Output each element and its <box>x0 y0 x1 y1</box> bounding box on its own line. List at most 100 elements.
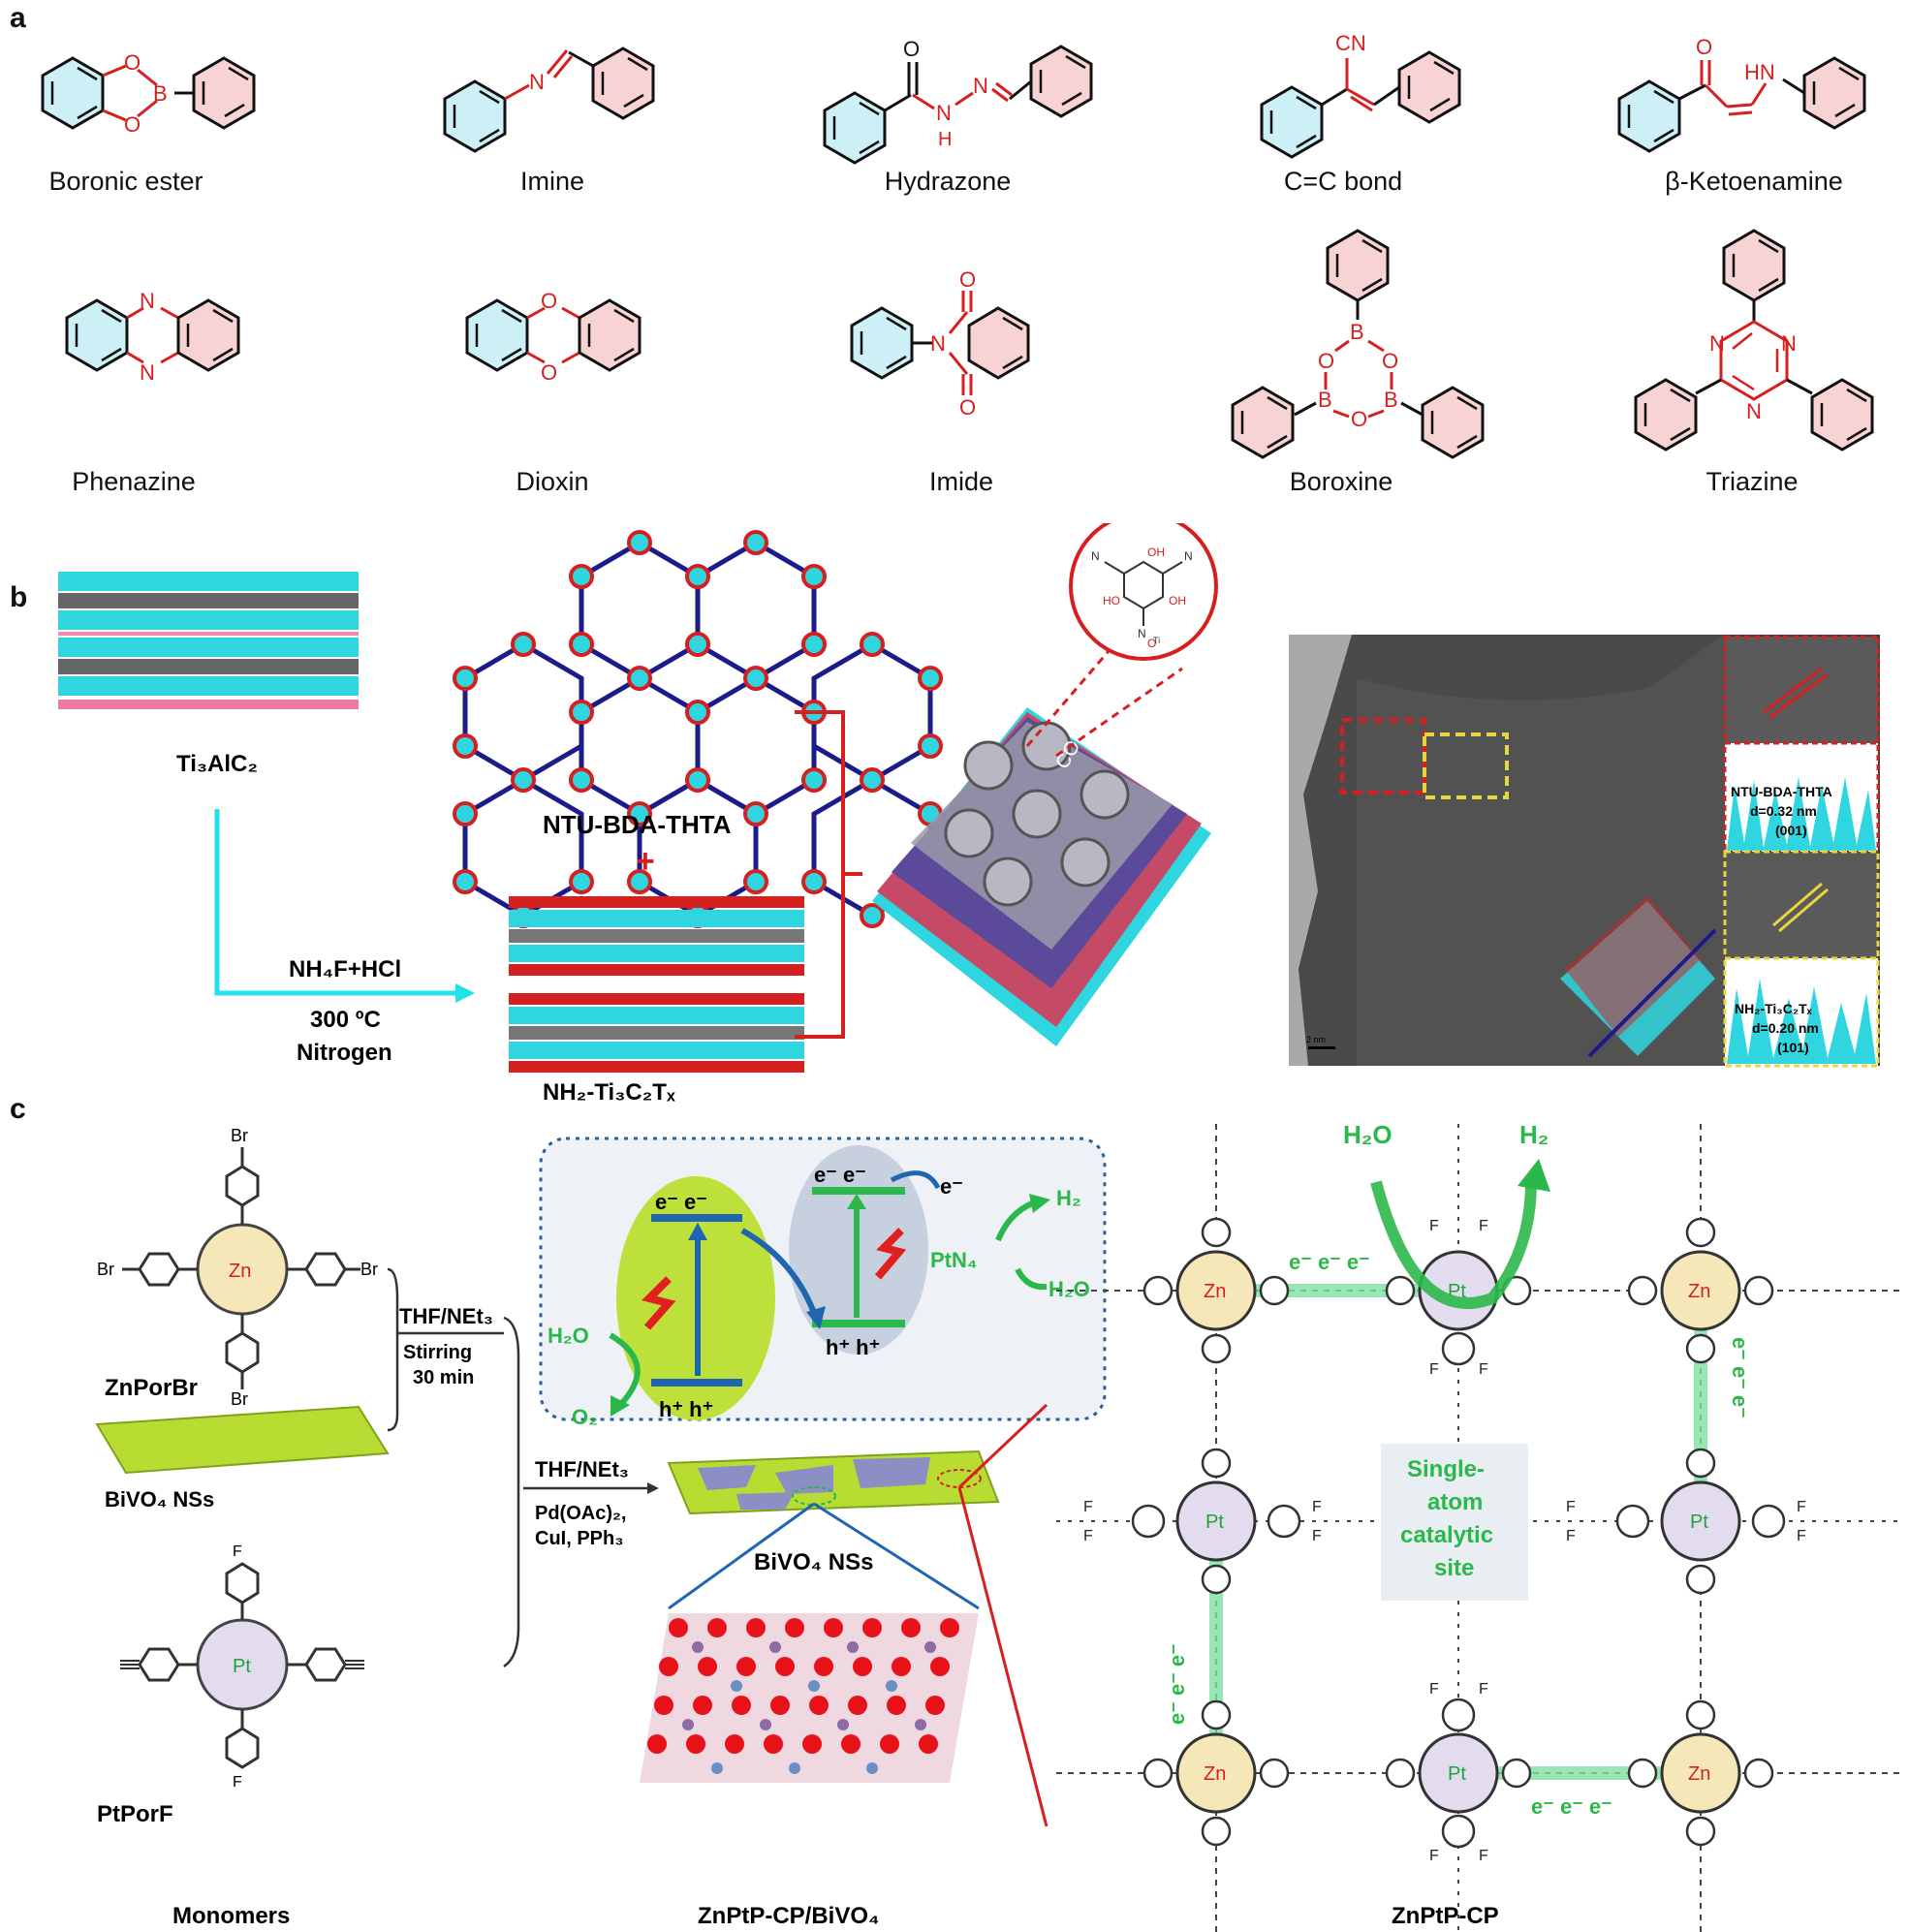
ketoenamine-label: β-Ketoenamine <box>1665 167 1843 196</box>
hydrazone-label: Hydrazone <box>884 167 1012 196</box>
atom-label: B <box>1350 320 1364 344</box>
f-label: F <box>1429 1848 1439 1864</box>
node-zn: Zn <box>1204 1281 1226 1302</box>
triazine-structure: N N N <box>1634 229 1874 452</box>
ptn4: PtN₄ <box>930 1248 977 1272</box>
f-label: F <box>1429 1361 1439 1378</box>
atom-label: N <box>1709 331 1725 356</box>
atom-label: N <box>1746 399 1762 423</box>
electron-single: e⁻ <box>940 1174 963 1199</box>
atom-label: N <box>930 331 946 356</box>
mxene-profile-plane: (101) <box>1777 1040 1809 1055</box>
panel-a-structures: O B O N O N H N <box>41 31 1874 459</box>
step1-time: 30 min <box>413 1367 474 1388</box>
atom-label: O <box>1318 349 1334 373</box>
f-label: F <box>1797 1499 1806 1515</box>
site-label-4: site <box>1434 1555 1474 1581</box>
cof-profile-plane: (001) <box>1775 823 1807 838</box>
f-label: F <box>1083 1528 1093 1544</box>
panel-c-diagram: Zn Br Br Br Br ZnPorBr BiVO₄ NSs Pt F F <box>95 1120 1899 1932</box>
dioxin-structure: O O <box>465 289 642 385</box>
tem-composite-model <box>1560 896 1717 1058</box>
phenazine-structure: N N <box>65 289 240 385</box>
h2o-right: H₂O <box>1048 1277 1090 1301</box>
triazine-label: Triazine <box>1706 467 1799 496</box>
atom-label: O <box>1351 407 1367 431</box>
pt-label: Pt <box>233 1656 251 1677</box>
panel-letter-a: a <box>10 2 26 34</box>
cc-bond-structure: CN <box>1260 31 1461 159</box>
f-label: F <box>1312 1499 1322 1515</box>
mxene-profile-name: NH₂-Ti₃C₂Tₓ <box>1735 1001 1813 1016</box>
step1-stirring: Stirring <box>403 1342 472 1363</box>
tem-scale-bar: 2 nm <box>1306 1035 1326 1044</box>
ti3alc2-label: Ti₃AlC₂ <box>176 751 258 777</box>
imide-structure: N O O <box>850 267 1030 420</box>
atom-label: O <box>1696 35 1712 59</box>
boronic-ester-label: Boronic ester <box>48 167 203 196</box>
inset-atom: HO <box>1103 594 1120 608</box>
f-label: F <box>1479 1361 1488 1378</box>
electrons-left: e⁻ e⁻ <box>655 1190 707 1214</box>
atom-label: HN <box>1744 60 1775 84</box>
boroxine-structure: B O O B O B <box>1231 229 1485 459</box>
atom-label: N <box>973 74 988 98</box>
atom-label: H <box>938 129 952 150</box>
composite-title: ZnPtP-CP/BiVO₄ <box>698 1903 879 1929</box>
condition-3: Nitrogen <box>297 1040 392 1066</box>
f-label: F <box>1566 1528 1576 1544</box>
panel-letter-b: b <box>10 581 28 613</box>
site-label-1: Single- <box>1407 1456 1485 1482</box>
cof-nodes <box>453 530 943 928</box>
atom-label: B <box>1384 388 1398 412</box>
arrow-head <box>455 983 475 1003</box>
condition-1: NH₄F+HCl <box>289 956 401 982</box>
imine-label: Imine <box>519 167 585 196</box>
zn-label: Zn <box>229 1261 251 1282</box>
step1-solvent: THF/NEt₃ <box>399 1304 493 1328</box>
single-atom-site-box <box>1381 1444 1528 1601</box>
zp-network: Zn Pt Zn Pt Pt Zn Pt Zn <box>1056 1120 1899 1932</box>
atom-label: N <box>936 101 952 125</box>
cof-honeycomb <box>462 540 933 919</box>
exfoliation-arrow <box>214 809 455 996</box>
network-electrons-right: e⁻ e⁻ e⁻ <box>1728 1337 1752 1418</box>
network-h2: H₂ <box>1519 1120 1549 1149</box>
panel-letter-c: c <box>10 1093 26 1125</box>
atom-label: O <box>959 395 976 420</box>
atom-label: O <box>124 112 141 137</box>
atom-label: O <box>959 267 976 292</box>
node-zn: Zn <box>1204 1763 1226 1785</box>
atom-label: O <box>541 360 557 385</box>
imine-structure: N <box>443 47 655 153</box>
atom-label: N <box>1781 331 1797 356</box>
ptporf-monomer: Pt F F <box>120 1543 364 1791</box>
node-pt: Pt <box>1205 1511 1224 1533</box>
znporbr-monomer: Zn Br Br Br Br <box>97 1126 378 1409</box>
bivo4-label: BiVO₄ NSs <box>105 1487 214 1511</box>
f-label: F <box>1429 1681 1439 1698</box>
boroxine-label: Boroxine <box>1289 467 1393 496</box>
ketoenamine-structure: O HN <box>1617 35 1866 153</box>
network-electrons-bottom: e⁻ e⁻ e⁻ <box>1531 1794 1612 1819</box>
mxene-label: NH₂-Ti₃C₂Tₓ <box>543 1079 675 1105</box>
mxene-layers <box>509 896 804 1073</box>
site-label-2: atom <box>1427 1489 1483 1515</box>
node-zn: Zn <box>1688 1281 1710 1302</box>
phenazine-label: Phenazine <box>72 467 196 496</box>
node-pt: Pt <box>1448 1763 1466 1785</box>
atom-label: O <box>124 50 141 75</box>
boronic-ester-structure: O B O <box>41 50 256 137</box>
mxene-layer-label: MXene <box>1119 947 1169 1011</box>
inset-atom: N <box>1091 549 1100 563</box>
f-label: F <box>1479 1681 1488 1698</box>
composite-bivo4-label: BiVO₄ NSs <box>754 1549 873 1575</box>
o2: O₂ <box>572 1405 598 1429</box>
hydrazone-structure: O N H N <box>823 37 1093 165</box>
atom-label: B <box>153 81 168 106</box>
atom-label: O <box>903 37 920 61</box>
atom-label: N <box>140 289 155 313</box>
panel-b-diagram: Ti₃AlC₂ NH₄F+HCl 300 ºC Nitrogen NTU-BDA… <box>58 523 1880 1105</box>
br-label: Br <box>231 1389 248 1409</box>
cof-profile-d: d=0.32 nm <box>1750 803 1817 819</box>
